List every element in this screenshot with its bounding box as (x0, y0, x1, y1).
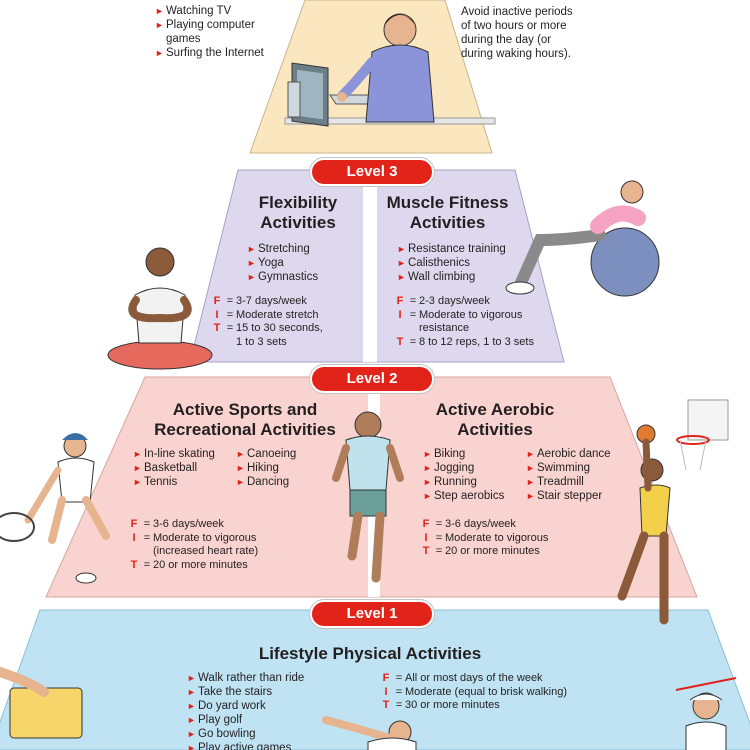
muscle-fitness-title: Muscle Fitness Activities (380, 193, 515, 233)
advice-line: during waking hours). (461, 48, 571, 60)
muscle-fitness-list: ►Resistance training ►Calisthenics ►Wall… (397, 242, 506, 284)
fit-row: I=Moderate to vigorous resistance (398, 308, 523, 335)
list-item: ►Biking (423, 448, 466, 460)
list-item: ►Canoeing (236, 448, 297, 460)
list-item: ►Stair stepper (526, 490, 603, 502)
flexibility-fit: F=3-7 days/week I=Moderate stretch T=15 … (210, 295, 323, 349)
list-item: ►Go bowling (187, 728, 256, 740)
flexibility-title: Flexibility Activities (238, 193, 358, 233)
list-item: ►Do yard work (187, 700, 266, 712)
list-item: ►Walk rather than ride (187, 672, 305, 684)
fit-row: T=15 to 30 seconds, 1 to 3 sets (213, 322, 323, 348)
list-item: ►Watching TV (155, 5, 232, 17)
fit-row: F=2-3 days/week (396, 295, 490, 307)
list-item: ►Swimming (526, 462, 591, 474)
list-item: ►Wall climbing (397, 271, 476, 283)
list-item: ►Hiking (236, 462, 279, 474)
title-line: Activities (457, 420, 533, 439)
lifestyle-list: ►Walk rather than ride ►Take the stairs … (187, 671, 304, 750)
yoga-illustration (107, 247, 213, 370)
muscle-fitness-fit: F=2-3 days/week I=Moderate to vigorous r… (393, 295, 534, 349)
advice-line: during the day (or (461, 34, 552, 46)
level1-shape (0, 609, 750, 750)
aerobic-fit: F=3-6 days/week I=Moderate to vigorous T… (419, 518, 549, 559)
list-item: ►Aerobic dance (526, 448, 611, 460)
shopping-bag-illustration (0, 667, 83, 739)
level1-badge: Level 1 (310, 600, 434, 628)
sports-title: Active Sports and Recreational Activitie… (130, 400, 360, 440)
title-line: Activities (260, 213, 336, 232)
title-line: Recreational Activities (154, 420, 336, 439)
fit-row: I=Moderate to vigorous (424, 531, 549, 544)
fit-row: F=3-7 days/week (213, 295, 307, 307)
tennis-illustration (0, 433, 110, 584)
level3-badge: Level 3 (310, 158, 434, 186)
fit-row: T=20 or more minutes (130, 558, 248, 571)
level2-badge: Level 2 (310, 365, 434, 393)
lifestyle-fit: F=All or most days of the week I=Moderat… (379, 672, 567, 713)
flexibility-list: ►Stretching ►Yoga ►Gymnastics (247, 242, 318, 284)
sports-fit: F=3-6 days/week I=Moderate to vigorous (… (127, 518, 259, 572)
list-item: ►Jogging (423, 462, 475, 474)
title-line: Active Sports and (172, 400, 318, 419)
fit-row: T=30 or more minutes (382, 699, 500, 711)
list-item: ►Basketball (133, 462, 198, 474)
title-line: Flexibility (258, 193, 338, 212)
title-line: Active Aerobic (435, 400, 555, 419)
list-item: ►Playing computer games (155, 19, 255, 45)
computer-user-illustration (284, 13, 496, 127)
list-item: ►Surfing the Internet (155, 47, 264, 59)
fit-row: F=All or most days of the week (382, 672, 543, 684)
sports-list-col1: ►In-line skating ►Basketball ►Tennis (133, 447, 215, 489)
lifestyle-title: Lifestyle Physical Activities (258, 644, 482, 663)
exercise-ball-illustration (505, 180, 660, 297)
list-item: ►In-line skating (133, 448, 215, 460)
list-item: ►Step aerobics (423, 490, 505, 502)
runner-illustration (332, 411, 404, 583)
list-item: ►Running (423, 476, 477, 488)
fit-row: T=20 or more minutes (422, 545, 540, 557)
list-item: ►Take the stairs (187, 686, 273, 698)
bowler-illustration (322, 716, 417, 750)
list-item: ►Gymnastics (247, 271, 319, 283)
title-line: Activities (409, 213, 486, 232)
aerobic-list-col2: ►Aerobic dance ►Swimming ►Treadmill ►Sta… (526, 447, 611, 503)
aerobic-list-col1: ►Biking ►Jogging ►Running ►Step aerobics (423, 447, 504, 503)
inactivity-advice: Avoid inactive periods of two hours or m… (461, 5, 573, 61)
sports-list-col2: ►Canoeing ►Hiking ►Dancing (236, 447, 296, 489)
list-item: ►Treadmill (526, 476, 584, 488)
advice-line: Avoid inactive periods (461, 6, 573, 18)
list-item: ►Dancing (236, 476, 290, 488)
list-item: ►Tennis (133, 476, 178, 488)
list-item: ►Play active games (187, 742, 292, 750)
golfer-illustration (675, 677, 737, 750)
aerobic-title: Active Aerobic Activities (400, 400, 590, 440)
fit-row: I=Moderate to vigorous (increased heart … (132, 531, 259, 558)
list-item: ►Stretching (247, 243, 310, 255)
basketball-illustration (617, 399, 729, 625)
list-item: ►Resistance training (397, 243, 506, 255)
list-item: ►Yoga (247, 257, 284, 269)
list-item: ►Play golf (187, 714, 243, 726)
fit-row: F=3-6 days/week (130, 518, 224, 530)
fit-row: T=8 to 12 reps, 1 to 3 sets (396, 335, 534, 348)
advice-line: of two hours or more (461, 20, 567, 32)
inactive-activities-list: ►Watching TV ►Playing computer games ►Su… (155, 4, 285, 60)
fit-row: I=Moderate (equal to brisk walking) (384, 685, 568, 698)
list-item: ►Calisthenics (397, 257, 470, 269)
fit-row: F=3-6 days/week (422, 518, 516, 530)
title-line: Muscle Fitness (386, 193, 509, 212)
fit-row: I=Moderate stretch (215, 308, 319, 321)
